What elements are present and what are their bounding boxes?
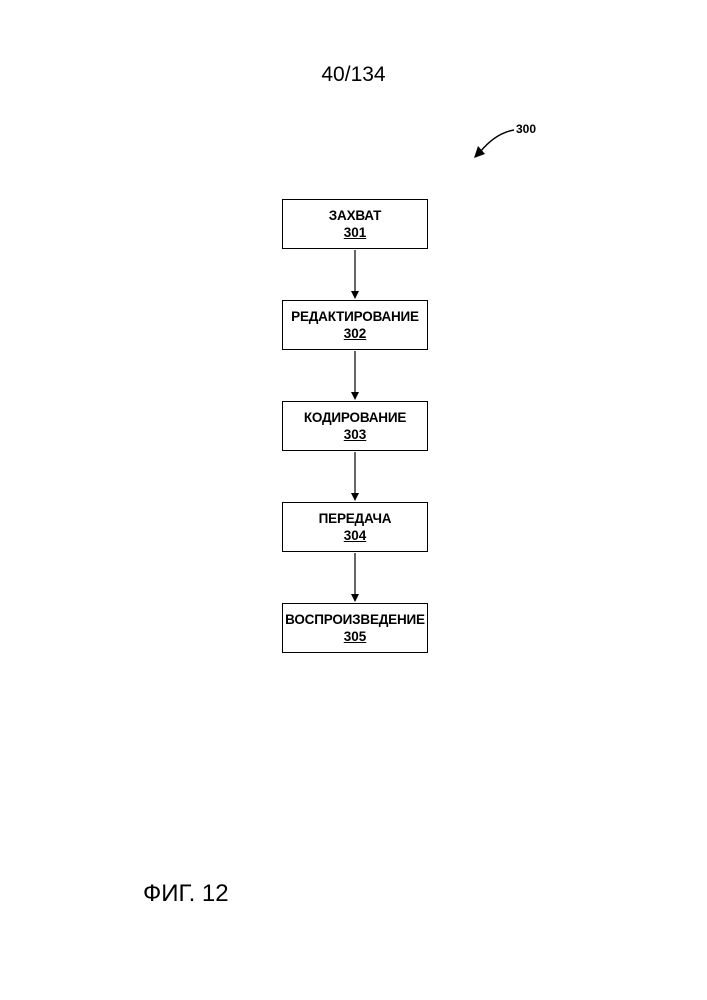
figure-caption: ФИГ. 12 (143, 880, 229, 908)
step-box-transmission: ПЕРЕДАЧА 304 (282, 502, 428, 552)
step-box-editing: РЕДАКТИРОВАНИЕ 302 (282, 300, 428, 350)
step-number: 303 (344, 426, 367, 443)
step-label: ПЕРЕДАЧА (319, 510, 392, 527)
step-label: ВОСПРОИЗВЕДЕНИЕ (285, 611, 425, 628)
step-number: 305 (344, 628, 367, 645)
step-number: 302 (344, 325, 367, 342)
page-number: 40/134 (0, 63, 707, 87)
step-label: РЕДАКТИРОВАНИЕ (291, 308, 419, 325)
reference-arrow-icon (470, 126, 520, 160)
step-number: 304 (344, 527, 367, 544)
step-number: 301 (344, 224, 367, 241)
step-label: КОДИРОВАНИЕ (304, 409, 406, 426)
step-box-capture: ЗАХВАТ 301 (282, 199, 428, 249)
step-box-encoding: КОДИРОВАНИЕ 303 (282, 401, 428, 451)
step-label: ЗАХВАТ (329, 207, 381, 224)
step-box-playback: ВОСПРОИЗВЕДЕНИЕ 305 (282, 603, 428, 653)
